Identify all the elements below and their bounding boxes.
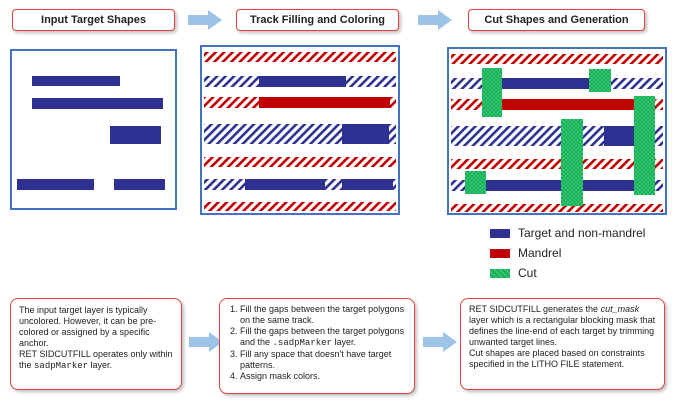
mandrel-shape (499, 99, 639, 110)
step1-header: Input Target Shapes (12, 9, 175, 31)
note-text: The input target layer is typically unco… (19, 305, 157, 348)
target-shape (259, 76, 346, 87)
list-item: Fill the gaps between the target polygon… (240, 326, 406, 349)
target-shape (110, 126, 161, 144)
legend-label: Mandrel (518, 246, 562, 260)
arrow-right-icon (418, 10, 452, 30)
mandrel-swatch (490, 248, 510, 258)
target-shape (499, 78, 591, 89)
legend: Target and non-mandrel Mandrel Cut (490, 223, 645, 283)
target-shape (32, 98, 163, 109)
note-text: RET SIDCUTFILL operates only within the … (19, 349, 173, 371)
step3-header: Cut Shapes and Generation (468, 9, 645, 31)
cut-shape (465, 171, 486, 194)
legend-label: Target and non-mandrel (518, 226, 646, 240)
arrow-right-icon (423, 332, 457, 352)
note-text: Cut shapes are placed based on constrain… (469, 348, 645, 369)
cut-shape (634, 96, 655, 195)
target-shape (245, 179, 325, 190)
arrow-right-icon (189, 332, 223, 352)
cut-shape (482, 68, 502, 117)
input-note: The input target layer is typically unco… (10, 298, 182, 390)
list-item: Fill the gaps between the target polygon… (240, 304, 406, 326)
legend-item-target: Target and non-mandrel (490, 223, 645, 243)
legend-item-mandrel: Mandrel (490, 243, 645, 263)
target-shape (114, 179, 165, 190)
step2-header: Track Filling and Coloring (236, 9, 399, 31)
target-shape (342, 179, 393, 190)
list-item: Fill any space that doesn't have target … (240, 349, 406, 371)
target-swatch (490, 228, 510, 238)
target-shape (17, 179, 94, 190)
legend-item-cut: Cut (490, 263, 645, 283)
target-shape (604, 126, 639, 146)
legend-label: Cut (518, 266, 537, 280)
arrow-right-icon (188, 10, 222, 30)
cut-swatch (490, 268, 510, 278)
cut-shape (561, 119, 583, 206)
target-shape (342, 124, 389, 144)
target-shape (32, 76, 120, 86)
track-filling-panel (200, 45, 400, 215)
note-text: RET SIDCUTFILL generates the cut_mask la… (469, 304, 656, 347)
cut-note: RET SIDCUTFILL generates the cut_mask la… (460, 298, 665, 390)
mandrel-shape (259, 97, 390, 108)
cut-shapes-panel (447, 47, 667, 215)
target-shape (485, 180, 635, 191)
filling-steps-list: Fill the gaps between the target polygon… (228, 304, 406, 382)
list-item: Assign mask colors. (240, 371, 406, 382)
filling-note: Fill the gaps between the target polygon… (219, 298, 415, 394)
cut-shape (589, 69, 611, 92)
input-shapes-panel (10, 49, 177, 210)
